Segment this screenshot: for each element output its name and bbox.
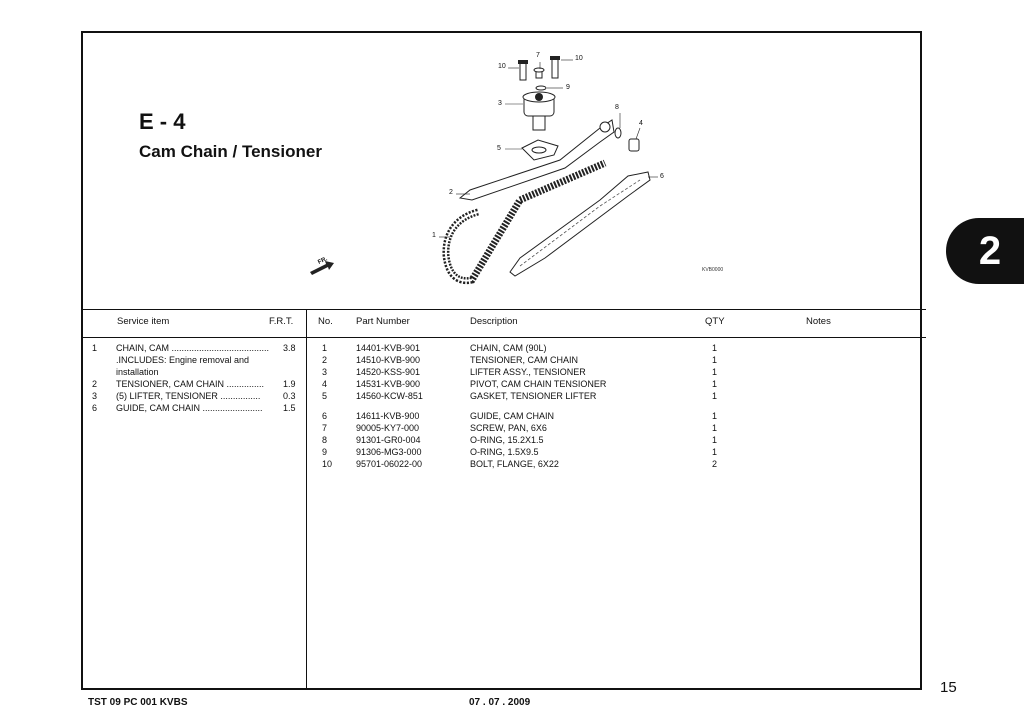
o-ring-small: [535, 85, 547, 91]
part-desc: LIFTER ASSY., TENSIONER: [470, 367, 586, 377]
table-header-rule: [81, 337, 926, 338]
service-item: GUIDE, CAM CHAIN .......................…: [116, 403, 263, 413]
service-item: (5) LIFTER, TENSIONER ................: [116, 391, 261, 401]
part-no: 5: [322, 391, 328, 401]
service-item-header: Service item: [117, 316, 170, 327]
part-part: 91306-MG3-000: [356, 447, 422, 457]
front-arrow-icon: [310, 261, 334, 275]
service-frt: 3.8: [283, 343, 296, 353]
part-qty: 1: [712, 343, 718, 353]
part-qty: 1: [712, 435, 718, 445]
part-part: 14510-KVB-900: [356, 355, 421, 365]
part-no: 9: [322, 447, 328, 457]
service-frt: 1.5: [283, 403, 296, 413]
frt-header: F.R.T.: [269, 316, 294, 327]
part-part: 14531-KVB-900: [356, 379, 421, 389]
part-part: 14520-KSS-901: [356, 367, 421, 377]
pivot: [628, 138, 640, 152]
part-qty: 2: [712, 459, 718, 469]
description-header: Description: [470, 316, 518, 327]
o-ring-large: [614, 127, 622, 139]
part-part: 91301-GR0-004: [356, 435, 421, 445]
service-item: TENSIONER, CAM CHAIN ...............: [116, 379, 265, 389]
part-part: 95701-06022-00: [356, 459, 423, 469]
callout-number: 10: [575, 55, 583, 62]
part-part: 14611-KVB-900: [356, 411, 420, 421]
service-frt: 0.3: [283, 391, 296, 401]
part-no: 6: [322, 411, 328, 421]
service-item: .INCLUDES: Engine removal and: [116, 355, 250, 365]
footer-code: TST 09 PC 001 KVBS: [88, 697, 188, 708]
part-no: 2: [322, 355, 328, 365]
part-qty: 1: [712, 447, 718, 457]
diagram-code: KVB0000: [702, 267, 724, 273]
part-desc: PIVOT, CAM CHAIN TENSIONER: [470, 379, 607, 389]
no-header: No.: [318, 316, 333, 327]
footer-date: 07 . 07 . 2009: [469, 697, 531, 708]
bolt-right: [551, 57, 559, 79]
part-desc: O-RING, 15.2X1.5: [470, 435, 544, 445]
part-desc: O-RING, 1.5X9.5: [470, 447, 539, 457]
part-qty: 1: [712, 423, 718, 433]
part-desc: CHAIN, CAM (90L): [470, 343, 547, 353]
part-qty: 1: [712, 411, 718, 421]
part-qty: 1: [712, 379, 718, 389]
service-item: installation: [116, 367, 159, 377]
callout-number: 4: [639, 120, 643, 127]
page-number: 15: [940, 679, 957, 696]
part-part: 14560-KCW-851: [356, 391, 423, 401]
part-no: 1: [322, 343, 328, 353]
cam-chain-guide: [509, 171, 651, 277]
service-frt: 1.9: [283, 379, 296, 389]
service-no: 1: [92, 343, 98, 353]
chapter-tab: 2: [946, 218, 1024, 284]
part-qty: 1: [712, 391, 718, 401]
part-desc: TENSIONER, CAM CHAIN: [470, 355, 579, 365]
part-no: 4: [322, 379, 328, 389]
service-no: 2: [92, 379, 98, 389]
callout-number: 5: [497, 145, 501, 152]
part-no: 7: [322, 423, 328, 433]
part-qty: 1: [712, 355, 718, 365]
part-desc: BOLT, FLANGE, 6X22: [470, 459, 559, 469]
part-no: 10: [322, 459, 333, 469]
callout-number: 10: [498, 63, 506, 70]
part-part: 14401-KVB-901: [356, 343, 421, 353]
part-qty: 1: [712, 367, 718, 377]
callout-number: 3: [498, 100, 502, 107]
part-desc: GUIDE, CAM CHAIN: [470, 411, 555, 421]
table-divider: [306, 309, 307, 690]
callout-number: 1: [432, 232, 436, 239]
service-no: 3: [92, 391, 98, 401]
table-top-rule: [81, 309, 926, 310]
page-frame: [81, 31, 922, 690]
tensioner-blade: [458, 119, 615, 201]
callout-number: 6: [660, 173, 664, 180]
part-no: 3: [322, 367, 328, 377]
service-item: CHAIN, CAM .............................…: [116, 343, 270, 353]
callout-number: 2: [449, 189, 453, 196]
callout-number: 7: [536, 52, 540, 59]
section-code: E - 4: [139, 109, 186, 134]
part-desc: SCREW, PAN, 6X6: [470, 423, 547, 433]
part-no: 8: [322, 435, 328, 445]
qty-header: QTY: [705, 316, 725, 327]
part-number-header: Part Number: [356, 316, 410, 327]
notes-header: Notes: [806, 316, 831, 327]
bolt-left: [519, 61, 527, 81]
part-part: 90005-KY7-000: [356, 423, 420, 433]
service-no: 6: [92, 403, 98, 413]
callout-number: 8: [615, 104, 619, 111]
section-title: Cam Chain / Tensioner: [139, 142, 322, 161]
callout-number: 9: [566, 84, 570, 91]
part-desc: GASKET, TENSIONER LIFTER: [470, 391, 597, 401]
